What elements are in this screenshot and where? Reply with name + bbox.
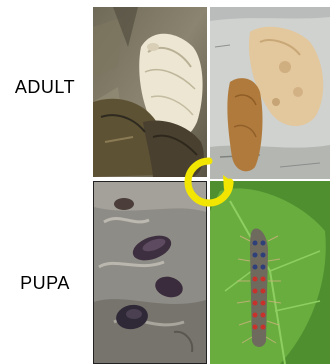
cycle-arrow-icon xyxy=(180,153,238,211)
pupa-stage-label: PUPA xyxy=(0,273,90,294)
adult-stage-label: ADULT xyxy=(0,77,90,98)
adult-moth-photo xyxy=(93,7,207,177)
